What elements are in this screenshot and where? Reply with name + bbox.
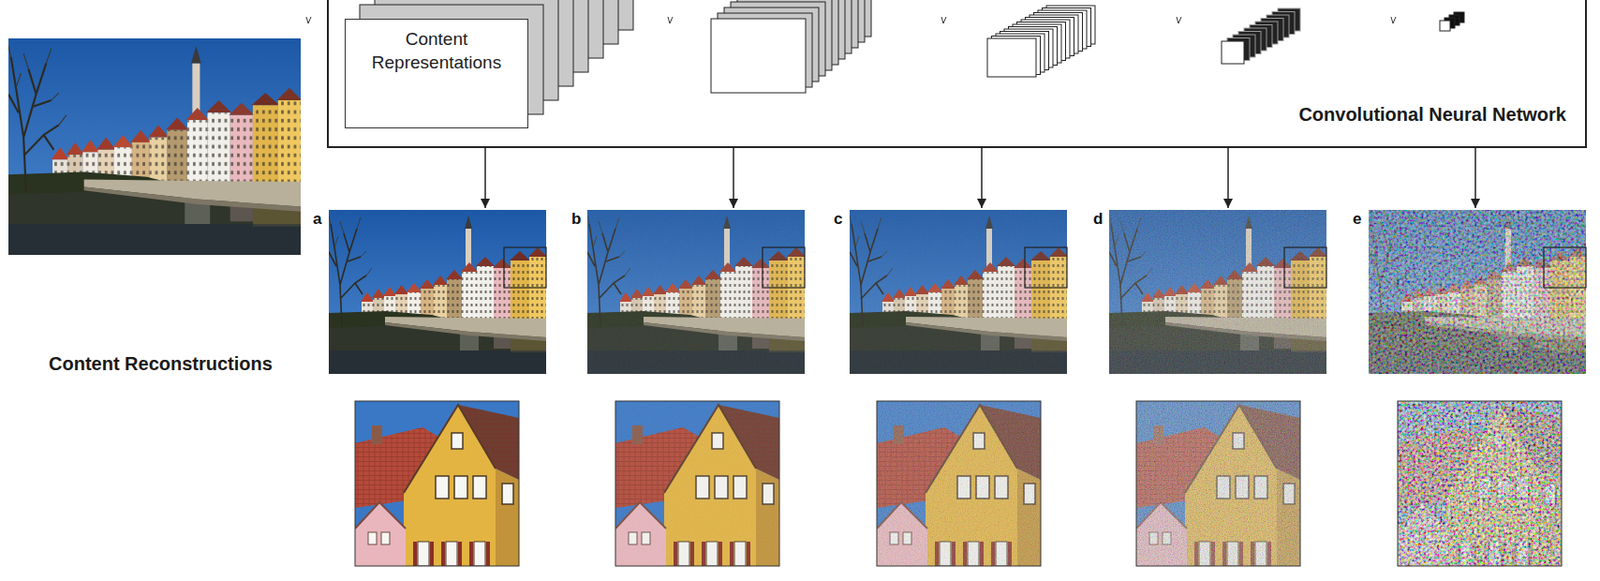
feature-map-box: Content Representations [344, 18, 529, 129]
arrow [484, 148, 487, 208]
network-frame: Convolutional Neural Network Content Repr… [326, 0, 1587, 149]
arrow [980, 148, 983, 208]
arrow [732, 148, 735, 208]
reconstruction-panel: a [328, 209, 547, 374]
panel-letter: e [1352, 209, 1362, 229]
row-label: Content Reconstructions [48, 353, 273, 375]
network-title: Convolutional Neural Network [1298, 103, 1567, 126]
panel-letter: d [1093, 209, 1103, 229]
panel-letter: c [833, 209, 843, 229]
reconstruction-panel: e [1368, 209, 1586, 374]
arrow [1474, 148, 1477, 208]
panel-letter: a [312, 209, 322, 229]
arrow [1227, 148, 1230, 208]
box-label: Content Representations [355, 27, 519, 75]
reconstruction-panel: c [849, 209, 1067, 374]
reconstruction-panel: d [1109, 209, 1327, 374]
reconstruction-panel: b [587, 209, 805, 374]
panel-letter: b [571, 209, 581, 229]
